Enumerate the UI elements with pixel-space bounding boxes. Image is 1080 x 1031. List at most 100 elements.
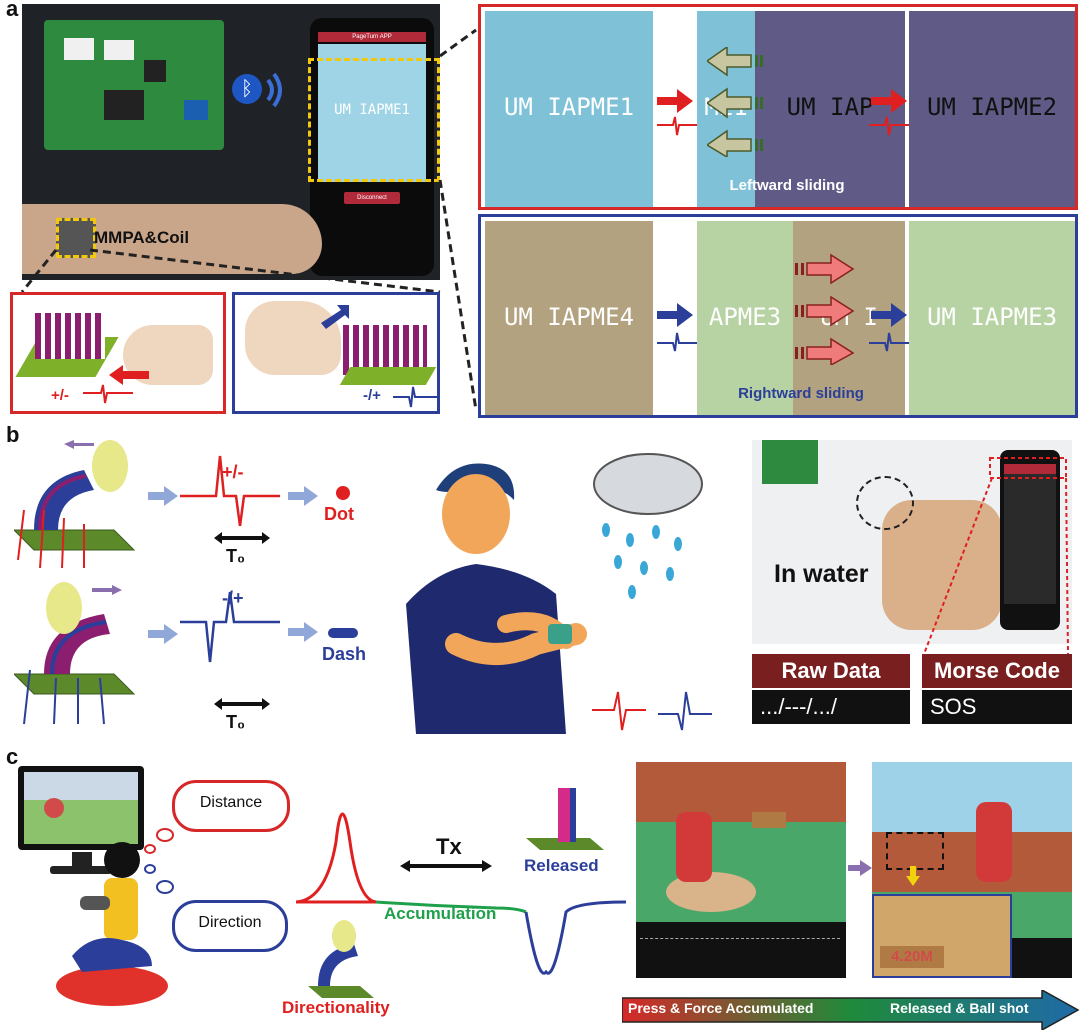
frame-3-text: UM IAP — [786, 93, 874, 121]
right-arrow-blue-icon-2 — [871, 303, 907, 327]
dash-label: Dash — [322, 644, 367, 664]
up-right-arrow-icon — [321, 305, 349, 329]
double-arrow-icon — [214, 698, 270, 710]
arrow-icon — [288, 486, 318, 506]
zoom-inset: 4.20M — [872, 894, 1012, 978]
press-right-waveform — [393, 386, 439, 408]
press-left-waveform — [83, 384, 133, 404]
arrow-icon — [148, 486, 178, 506]
panel-label-a: a — [6, 0, 19, 21]
rightward-caption: Rightward sliding — [738, 385, 864, 402]
distance-sign: 4.20M — [880, 946, 944, 968]
raw-data-value: .../---/.../ — [752, 690, 910, 724]
circuit-board — [44, 20, 224, 150]
game-screenshot-2: 4.20M — [872, 762, 1072, 978]
frame-1: UM IAPME4 — [485, 221, 653, 415]
direction-bubble: Direction — [172, 900, 288, 952]
dot-label: Dot — [324, 504, 354, 524]
phone-app-bar: PageTurn APP — [318, 32, 426, 42]
frame-1-text: UM IAPME1 — [503, 93, 635, 121]
arrow-icon — [148, 624, 178, 644]
top-sign: +/- — [222, 462, 244, 482]
frame-4-text: UM IAPME3 — [926, 303, 1058, 331]
directionality-label: Directionality — [282, 998, 390, 1017]
monitor-illustration — [18, 766, 144, 874]
sensor-highlight — [856, 476, 914, 530]
person-watch-illustration — [406, 453, 703, 734]
progress-end-label: Released & Ball shot — [890, 1000, 1029, 1016]
waveform-blue-small-2 — [869, 332, 909, 352]
disconnect-button[interactable]: Disconnect — [344, 192, 400, 204]
frame-1: UM IAPME1 — [485, 11, 653, 207]
raw-data-header: Raw Data — [752, 654, 910, 688]
photo-label: In water — [774, 560, 869, 588]
press-right-sign: -/+ — [363, 387, 381, 404]
thought-dot — [156, 828, 174, 842]
progress-arrow — [622, 990, 1080, 1030]
waveform-minus-plus — [180, 591, 280, 663]
phone-highlight-box — [308, 58, 440, 182]
press-left-detail: +/- — [10, 292, 226, 414]
bend-left-illustration — [14, 440, 136, 569]
top-period: T₀ — [226, 546, 246, 566]
frame-1-text: UM IAPME4 — [503, 303, 635, 331]
panel-label-c: c — [6, 744, 19, 769]
right-arrow-red-icon-2 — [871, 89, 907, 113]
pillar-array — [35, 313, 105, 359]
progress-start-label: Press & Force Accumulated — [628, 1000, 814, 1016]
directionality-illustration — [308, 920, 374, 998]
waveform-red-small-2 — [869, 116, 909, 136]
signal-curve — [296, 812, 626, 975]
frame-2-right: UM IAP — [755, 11, 905, 207]
dash-symbol — [328, 628, 358, 638]
waveform-red-small — [657, 116, 697, 136]
left-arrow-icon — [109, 365, 149, 385]
bottom-period: T₀ — [226, 712, 246, 732]
arrow-icon — [848, 860, 872, 876]
in-water-photo: In water — [752, 440, 1072, 644]
leftward-caption: Leftward sliding — [729, 177, 845, 194]
mmpa-device — [56, 218, 96, 258]
gamer-illustration — [56, 842, 168, 1006]
thought-dot — [144, 844, 156, 854]
panel-label-b: b — [6, 422, 20, 447]
arrow-icon — [288, 622, 318, 642]
game-screenshot-1 — [636, 762, 846, 978]
leftward-sequence: UM IAPME1 ME1 UM IAP Leftward sliding UM… — [478, 4, 1078, 210]
hand-finger — [245, 301, 341, 375]
double-arrow-icon — [214, 532, 270, 544]
right-arrow-red-icon — [657, 89, 693, 113]
rightward-arrows-icon — [795, 253, 855, 365]
waveform-plus-minus — [180, 455, 280, 527]
accumulation-label: Accumulation — [384, 904, 497, 923]
released-pillar-illustration — [526, 788, 604, 850]
zoom-dash-lines — [923, 457, 1069, 655]
phone-screen-text: UM IAPME1 — [334, 102, 410, 118]
device-label: MMPA&Coil — [94, 228, 190, 247]
waveform-blue-small — [657, 332, 697, 352]
frame-2-left: APME3 — [697, 221, 793, 415]
pillar-array — [343, 325, 427, 375]
frame-4: UM IAPME2 — [909, 11, 1075, 207]
morse-code-value: SOS — [922, 690, 1072, 724]
setup-photo: ᛒ PageTurn APP UM IAPME1 Disconnect MMPA… — [22, 4, 440, 280]
bottom-sign: -/+ — [222, 588, 244, 608]
phone-screen: UM IAPME1 — [318, 44, 426, 182]
signal-waves-icon — [266, 72, 282, 108]
rightward-sequence: UM IAPME4 APME3 UM I Rightward sliding U… — [478, 214, 1078, 418]
dot-symbol — [336, 486, 350, 500]
bend-right-illustration — [14, 582, 136, 725]
press-right-detail: -/+ — [232, 292, 440, 414]
morse-code-header: Morse Code — [922, 654, 1072, 688]
frame-4-text: UM IAPME2 — [926, 93, 1058, 121]
right-arrow-blue-icon — [657, 303, 693, 327]
smartphone: PageTurn APP UM IAPME1 Disconnect — [310, 18, 434, 276]
frame-2-text: APME3 — [708, 303, 782, 331]
thought-dot — [156, 880, 174, 894]
smartphone — [1000, 450, 1060, 630]
watch-waveforms — [592, 691, 712, 731]
leftward-arrows-icon — [707, 47, 763, 157]
distance-bubble: Distance — [172, 780, 290, 832]
frame-4: UM IAPME3 — [909, 221, 1075, 415]
